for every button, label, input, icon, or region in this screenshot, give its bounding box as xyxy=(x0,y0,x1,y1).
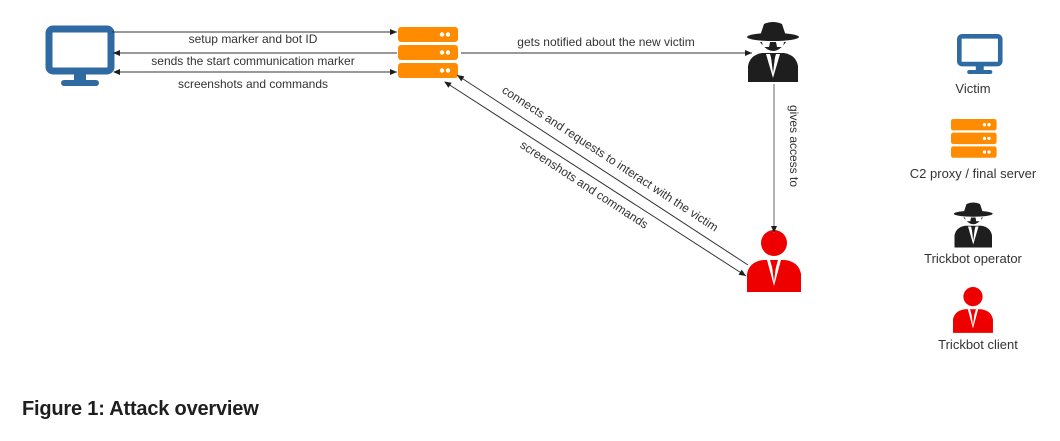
legend: Victim C2 proxy / final server Trickbot … xyxy=(910,36,1037,352)
victim-monitor-icon xyxy=(49,29,111,86)
legend-label-client: Trickbot client xyxy=(938,337,1018,352)
legend-label-server: C2 proxy / final server xyxy=(910,166,1037,181)
legend-spy-icon xyxy=(953,202,993,248)
legend-server-icon xyxy=(951,119,997,158)
figure-caption: Figure 1: Attack overview xyxy=(22,398,259,420)
edge-label-screenshots-victim: screenshots and commands xyxy=(178,77,328,91)
edge-screenshots-client xyxy=(444,81,747,277)
edge-label-gives-access: gives access to xyxy=(787,105,801,187)
legend-user-icon xyxy=(953,287,993,333)
trickbot-client-user-icon xyxy=(747,230,801,292)
edge-label-notified: gets notified about the new victim xyxy=(517,35,694,49)
edge-connects-requests xyxy=(456,74,749,266)
edge-label-setup-marker: setup marker and bot ID xyxy=(189,32,318,46)
trickbot-operator-spy-icon xyxy=(747,22,799,82)
edge-label-screenshots-client: screenshots and commands xyxy=(518,138,651,232)
legend-label-victim: Victim xyxy=(955,81,990,96)
legend-monitor-icon xyxy=(959,36,1000,74)
legend-label-operator: Trickbot operator xyxy=(924,251,1022,266)
edge-label-start-marker: sends the start communication marker xyxy=(151,54,354,68)
c2-server-icon xyxy=(398,27,458,78)
